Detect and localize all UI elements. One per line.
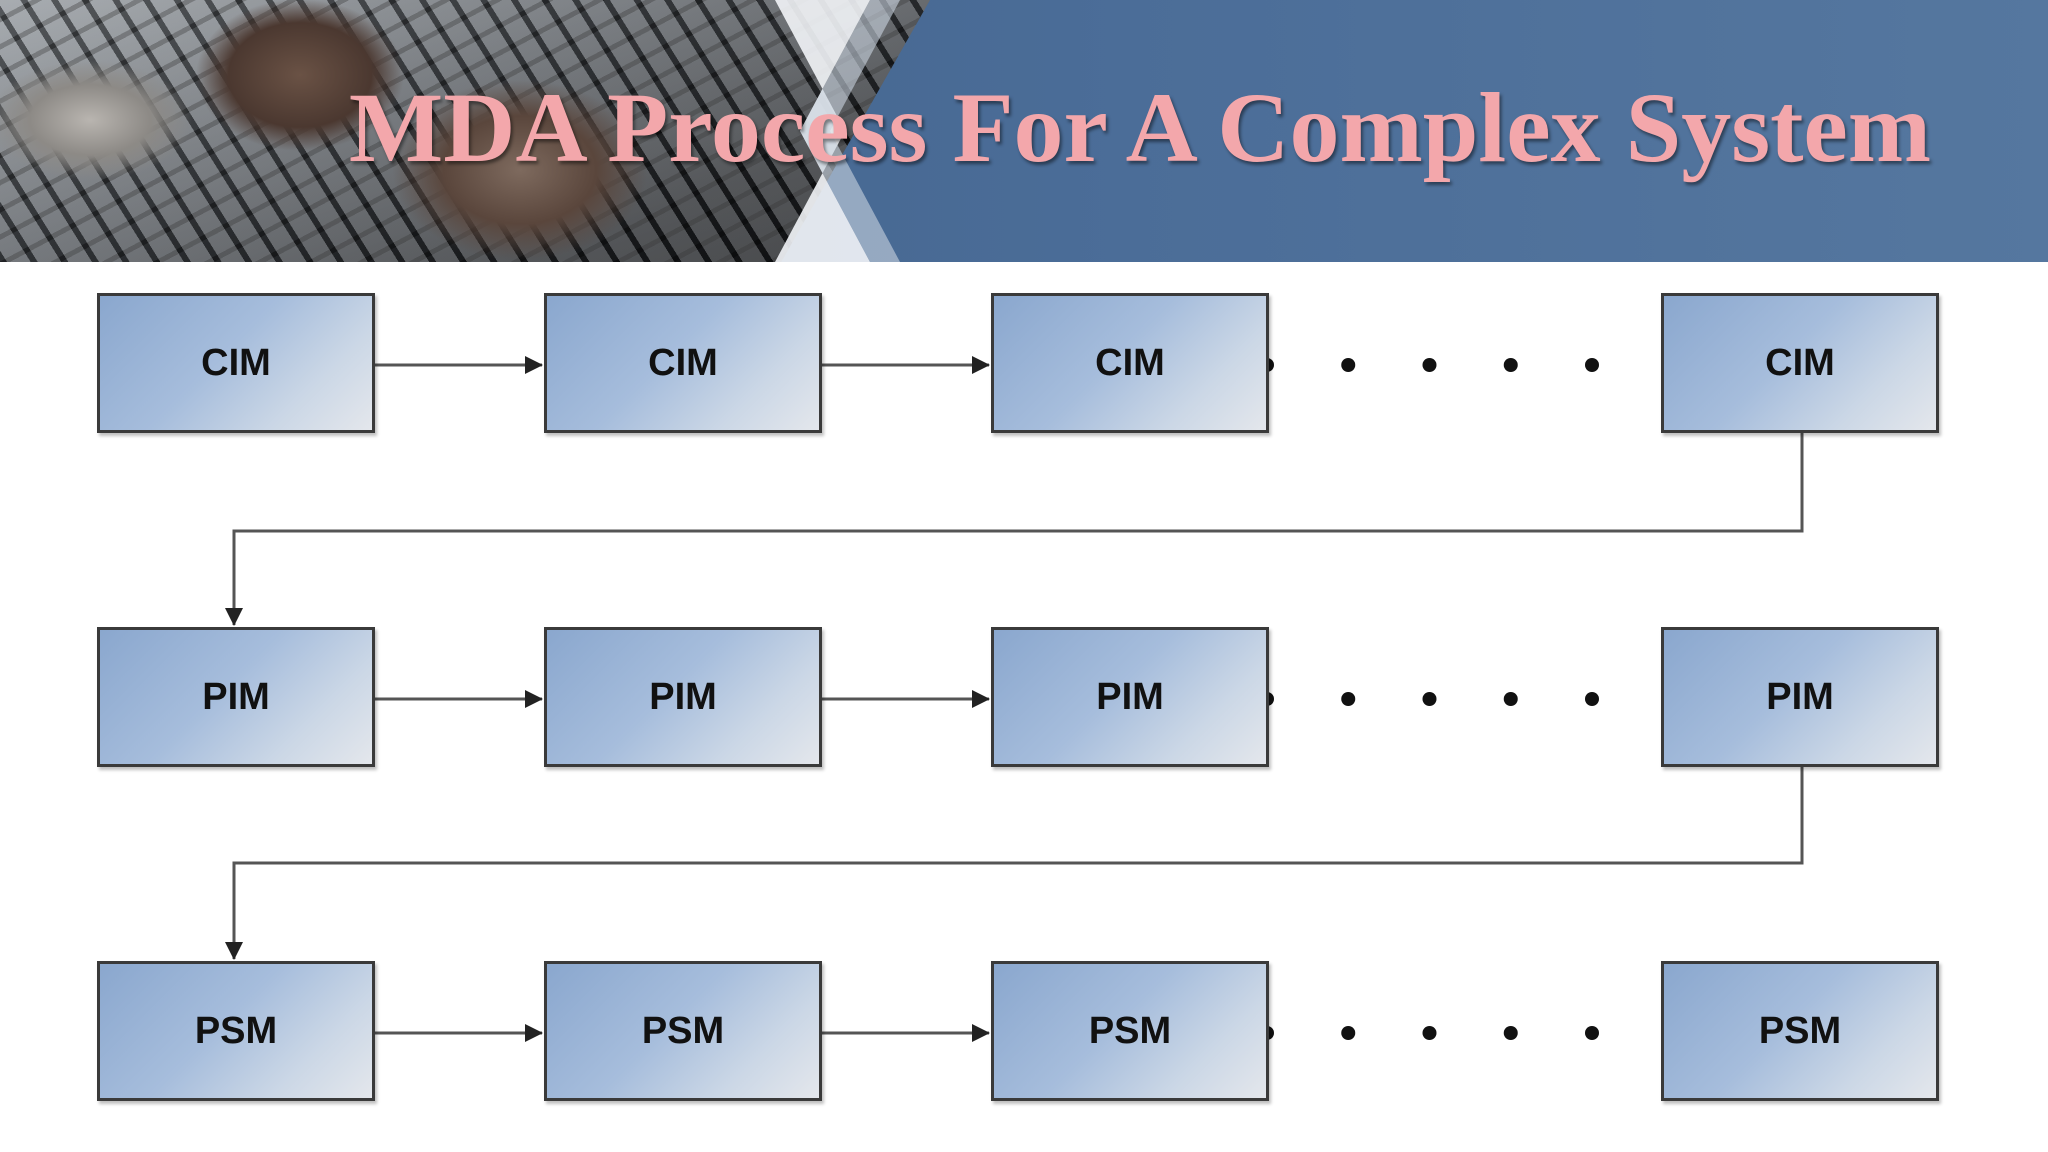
pim-box-4: PIM bbox=[1661, 627, 1939, 767]
continuation-dot bbox=[1341, 358, 1356, 372]
continuation-dot bbox=[1503, 358, 1518, 372]
cim-box-1: CIM bbox=[97, 293, 375, 433]
cim-box-label: CIM bbox=[201, 341, 271, 384]
continuation-dot bbox=[1585, 692, 1599, 706]
continuation-dot bbox=[1422, 692, 1437, 706]
continuation-dot bbox=[1503, 692, 1518, 706]
continuation-dot bbox=[1585, 358, 1599, 372]
pim-box-label: PIM bbox=[1766, 675, 1834, 718]
header-banner: MDA Process For A Complex System bbox=[0, 0, 2048, 262]
slide-title: MDA Process For A Complex System bbox=[348, 72, 1932, 183]
cim-box-2: CIM bbox=[544, 293, 822, 433]
cim-box-4: CIM bbox=[1661, 293, 1939, 433]
pim-box-label: PIM bbox=[649, 675, 717, 718]
continuation-dot bbox=[1585, 1026, 1599, 1040]
psm-box-4: PSM bbox=[1661, 961, 1939, 1101]
pim-box-label: PIM bbox=[202, 675, 270, 718]
connector-pim-to-psm bbox=[225, 767, 1804, 960]
psm-box-label: PSM bbox=[641, 1009, 725, 1052]
continuation-dot bbox=[1341, 1026, 1356, 1040]
psm-box-label: PSM bbox=[1088, 1009, 1172, 1052]
psm-box-1: PSM bbox=[97, 961, 375, 1101]
pim-box-label: PIM bbox=[1096, 675, 1164, 718]
pim-box-3: PIM bbox=[991, 627, 1269, 767]
continuation-dot bbox=[1341, 692, 1356, 706]
pim-box-1: PIM bbox=[97, 627, 375, 767]
pim-box-2: PIM bbox=[544, 627, 822, 767]
psm-box-3: PSM bbox=[991, 961, 1269, 1101]
psm-box-label: PSM bbox=[194, 1009, 278, 1052]
continuation-dot bbox=[1503, 1026, 1518, 1040]
psm-box-label: PSM bbox=[1758, 1009, 1842, 1052]
continuation-dot bbox=[1422, 1026, 1437, 1040]
psm-box-2: PSM bbox=[544, 961, 822, 1101]
cim-box-label: CIM bbox=[1765, 341, 1835, 384]
connector-cim-to-pim bbox=[225, 433, 1804, 626]
cim-box-label: CIM bbox=[1095, 341, 1165, 384]
continuation-dot bbox=[1422, 358, 1437, 372]
cim-box-3: CIM bbox=[991, 293, 1269, 433]
cim-box-label: CIM bbox=[648, 341, 718, 384]
